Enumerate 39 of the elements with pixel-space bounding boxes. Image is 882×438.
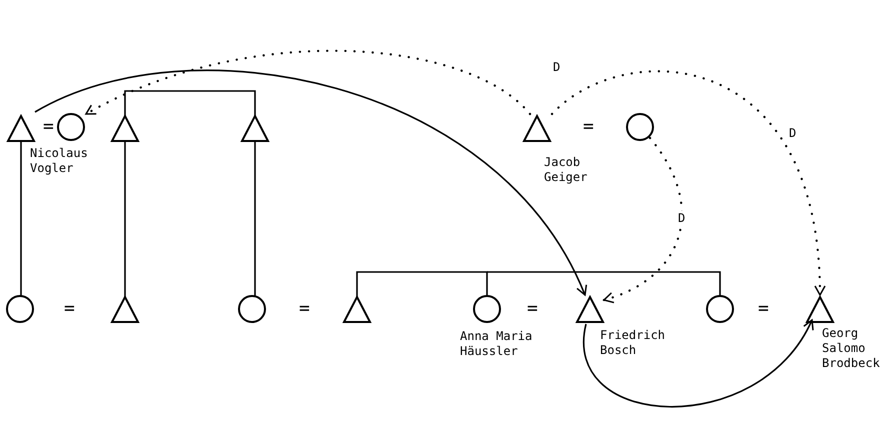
male-triangle bbox=[242, 116, 268, 141]
female-circle bbox=[707, 296, 733, 322]
female-circle bbox=[58, 114, 84, 140]
edge-label: D bbox=[677, 211, 686, 225]
arrow bbox=[34, 70, 586, 296]
descent-line bbox=[20, 141, 22, 296]
female-circle bbox=[627, 114, 653, 140]
male-triangle bbox=[112, 116, 138, 141]
arrow bbox=[583, 319, 813, 408]
marriage-sign: = bbox=[299, 300, 310, 318]
female-circle bbox=[7, 296, 33, 322]
male-triangle bbox=[524, 116, 550, 141]
marriage-sign: = bbox=[43, 118, 54, 136]
person-name: Georg Salomo Brodbeck bbox=[822, 326, 881, 371]
descent-line bbox=[487, 271, 721, 296]
descent-line bbox=[254, 141, 256, 296]
descent-line bbox=[124, 141, 126, 297]
male-triangle bbox=[577, 297, 603, 322]
female-circle bbox=[239, 296, 265, 322]
male-triangle bbox=[112, 297, 138, 322]
person-name: Friedrich Bosch bbox=[600, 328, 666, 358]
person-name: Nicolaus Vogler bbox=[30, 146, 89, 176]
male-triangle bbox=[8, 116, 34, 141]
edge-label: D bbox=[788, 126, 798, 140]
person-name: Jacob Geiger bbox=[544, 155, 588, 185]
dotted-arrow bbox=[602, 136, 683, 303]
descent-line bbox=[124, 90, 256, 116]
marriage-sign: = bbox=[527, 300, 538, 318]
marriage-sign: = bbox=[64, 300, 75, 318]
marriage-sign: = bbox=[758, 300, 769, 318]
marriage-sign: = bbox=[583, 118, 594, 136]
male-triangle bbox=[344, 297, 370, 322]
dotted-arrow bbox=[550, 70, 826, 296]
male-triangle bbox=[807, 297, 833, 322]
person-name: Anna Maria Häussler bbox=[460, 329, 534, 359]
descent-line bbox=[356, 271, 488, 297]
edge-label: D bbox=[552, 60, 562, 74]
dotted-arrow bbox=[84, 50, 532, 116]
female-circle bbox=[474, 296, 500, 322]
